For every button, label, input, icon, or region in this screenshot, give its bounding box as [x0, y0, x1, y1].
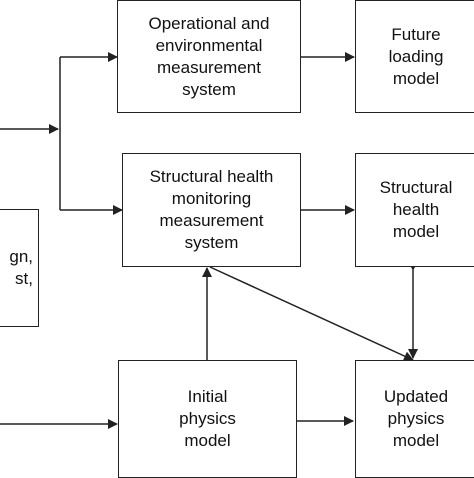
structural-health-label: Structural health model — [379, 178, 453, 241]
shm-measurement-label: Structural health monitoring measurement… — [149, 167, 274, 252]
left-partial-box: gn, st, — [0, 209, 39, 327]
shm-measurement-box: Structural health monitoring measurement… — [122, 153, 301, 267]
updated-physics-label: Updated physics model — [383, 387, 449, 450]
left-partial-label: gn, st, — [9, 247, 33, 288]
arrow-shm-to-updated — [209, 266, 414, 361]
initial-physics-box: Initial physics model — [118, 360, 297, 478]
updated-physics-box: Updated physics model — [355, 360, 474, 478]
initial-physics-label: Initial physics model — [179, 387, 236, 450]
future-loading-label: Future loading model — [388, 24, 444, 88]
operational-environmental-label: Operational and environmental measuremen… — [148, 13, 270, 99]
operational-environmental-box: Operational and environmental measuremen… — [117, 0, 301, 113]
structural-health-box: Structural health model — [355, 153, 474, 267]
future-loading-box: Future loading model — [355, 0, 474, 113]
